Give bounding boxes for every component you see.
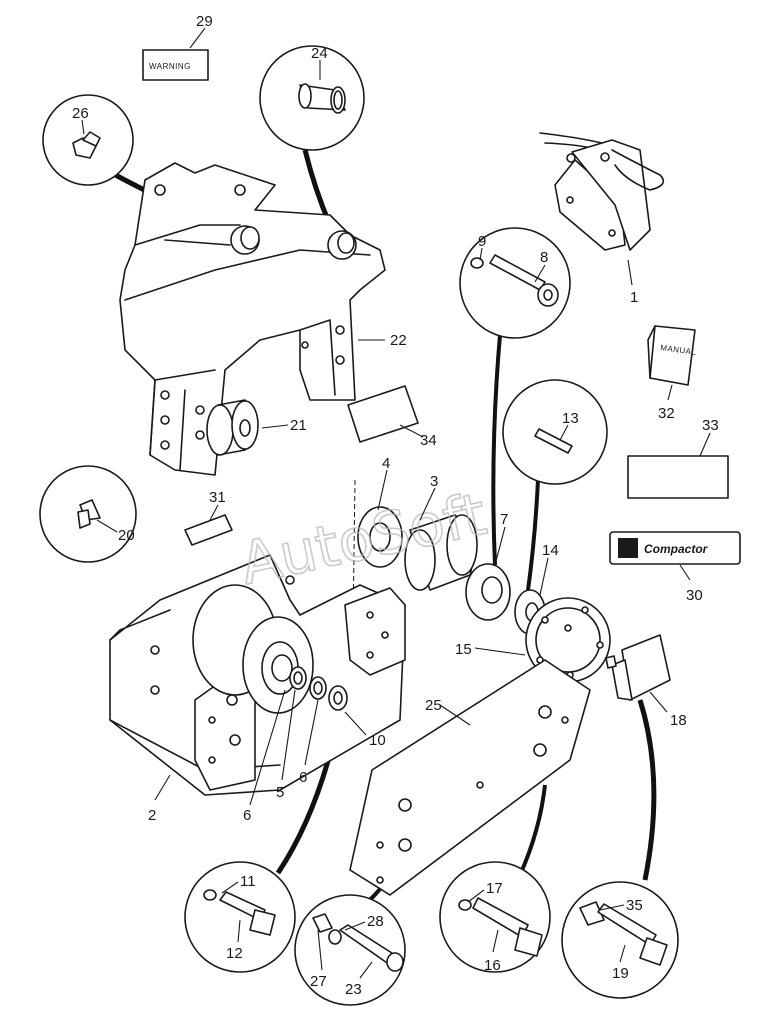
callout-4: 4 xyxy=(382,455,390,472)
washers-5-6-10 xyxy=(271,654,348,711)
callout-10: 10 xyxy=(369,732,386,749)
callout-25: 25 xyxy=(425,697,442,714)
warning-label: WARNING xyxy=(149,62,191,71)
callout-1: 1 xyxy=(630,289,638,306)
callout-2: 2 xyxy=(148,807,156,824)
callout-leaders xyxy=(81,27,711,979)
detail-circle-24 xyxy=(259,45,365,151)
plate-25 xyxy=(349,659,591,896)
callout-3: 3 xyxy=(430,473,438,490)
callout-18: 18 xyxy=(670,712,687,729)
callout-6b: 6 xyxy=(299,769,307,786)
callout-34: 34 xyxy=(420,432,437,449)
compactor-label: Compactor xyxy=(644,542,709,556)
callout-5: 5 xyxy=(276,784,284,801)
callout-32: 32 xyxy=(658,405,675,422)
callout-23: 23 xyxy=(345,981,362,998)
callout-28: 28 xyxy=(367,913,384,930)
detail-circle-19-35 xyxy=(561,881,679,999)
rubber-buffer-21 xyxy=(206,399,259,456)
callout-12: 12 xyxy=(226,945,243,962)
callout-17: 17 xyxy=(486,880,503,897)
callout-29: 29 xyxy=(196,13,213,30)
detail-circle-26 xyxy=(42,94,134,186)
decal-33 xyxy=(627,455,729,499)
detail-circle-8-9 xyxy=(459,227,571,339)
warning-decal-29: WARNING xyxy=(142,49,209,81)
callout-33: 33 xyxy=(702,417,719,434)
bracket-assembly xyxy=(119,162,386,476)
detail-circle-20 xyxy=(39,465,137,563)
detail-circle-11-12 xyxy=(184,861,296,973)
callout-30: 30 xyxy=(686,587,703,604)
decal-31 xyxy=(184,514,233,546)
callout-15: 15 xyxy=(455,641,472,658)
callout-13: 13 xyxy=(562,410,579,427)
detail-circle-13 xyxy=(502,379,608,485)
callout-7: 7 xyxy=(500,511,508,528)
callout-11: 11 xyxy=(240,873,256,890)
callout-35: 35 xyxy=(626,897,643,914)
callout-31: 31 xyxy=(209,489,226,506)
callout-26: 26 xyxy=(72,105,89,122)
callout-16: 16 xyxy=(484,957,501,974)
compactor-decal-30: Compactor xyxy=(609,531,741,565)
callout-6a: 6 xyxy=(243,807,251,824)
detail-circle-23-27-28 xyxy=(294,894,406,1006)
manual-booklet-32: MANUAL xyxy=(647,325,697,386)
callout-14: 14 xyxy=(542,542,559,559)
handle-assembly-1 xyxy=(539,132,665,251)
callout-21: 21 xyxy=(290,417,307,434)
mount-frame-2 xyxy=(109,554,406,796)
callout-27: 27 xyxy=(310,973,327,990)
callout-20: 20 xyxy=(118,527,135,544)
callout-22: 22 xyxy=(390,332,407,349)
switch-18 xyxy=(605,634,671,701)
decal-34 xyxy=(347,385,419,443)
detail-circle-16-17 xyxy=(439,861,551,973)
callout-numbers: 29 24 26 8 9 1 22 21 34 13 32 33 30 31 2… xyxy=(72,13,719,998)
callout-19: 19 xyxy=(612,965,629,982)
callout-24: 24 xyxy=(311,45,328,62)
callout-9: 9 xyxy=(478,233,486,250)
callout-8: 8 xyxy=(540,249,548,266)
